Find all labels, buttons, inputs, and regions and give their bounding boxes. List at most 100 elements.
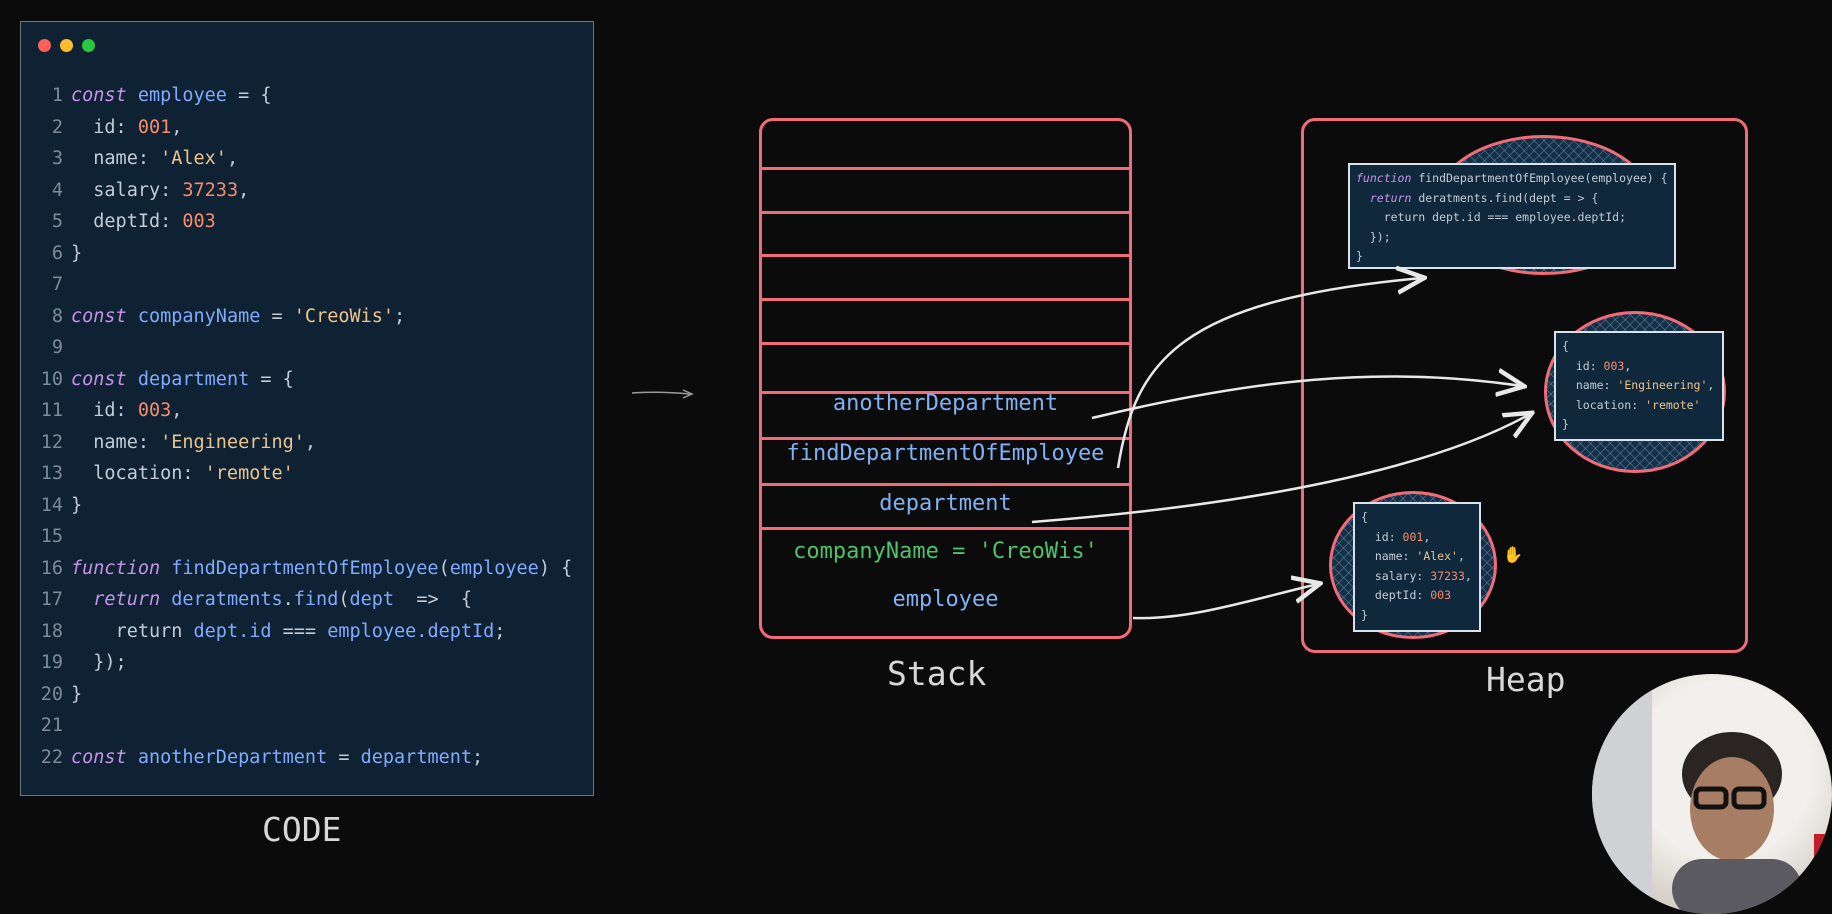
code-token: ,	[238, 179, 250, 201]
presenter-webcam	[1592, 674, 1832, 914]
code-token: }	[1562, 417, 1569, 431]
line-source: return dept.id === employee.deptId;	[71, 616, 593, 648]
stack-slot-divider	[762, 483, 1129, 486]
code-token: const	[71, 746, 127, 768]
code-token: ,	[304, 431, 317, 453]
code-token: 003	[137, 400, 172, 421]
code-token: =	[260, 305, 294, 327]
code-line: 4 salary: 37233,	[21, 175, 593, 207]
code-line: 12 name: 'Engineering',	[21, 427, 593, 459]
stack-slot-divider	[762, 342, 1129, 345]
presenter-avatar-icon	[1592, 674, 1832, 914]
line-number: 8	[51, 305, 63, 327]
heap-function-card: function findDepartmentOfEmployee(employ…	[1348, 163, 1676, 269]
stack-slot-divider	[762, 254, 1129, 257]
heap-card-line: function findDepartmentOfEmployee(employ…	[1356, 169, 1668, 189]
code-token: employee	[449, 557, 539, 579]
code-token: return	[93, 589, 161, 610]
stack-item: department	[879, 491, 1012, 516]
code-token: location:	[1562, 397, 1646, 412]
code-token: function	[71, 557, 161, 579]
stack-label: Stack	[887, 654, 987, 693]
heap-card-line: {	[1562, 337, 1716, 357]
code-token: find	[293, 589, 339, 610]
heap-card-line: id: 001,	[1361, 528, 1473, 548]
code-token: 37233	[1430, 568, 1465, 583]
code-token: ,	[1464, 568, 1472, 583]
stack-slot-divider	[762, 437, 1129, 440]
line-source: }	[71, 490, 593, 522]
code-token: 001	[137, 116, 172, 138]
code-token: anotherDepartment	[137, 746, 328, 768]
heap-card-line: }	[1361, 606, 1473, 626]
line-number: 10	[40, 368, 63, 390]
line-number: 13	[40, 463, 63, 484]
line-source: const anotherDepartment = department;	[71, 742, 593, 774]
code-token: 003	[1430, 588, 1452, 602]
line-source: function findDepartmentOfEmployee(employ…	[71, 553, 593, 585]
code-token: ;	[472, 746, 484, 768]
code-token: return	[1369, 190, 1412, 205]
line-number: 6	[51, 242, 63, 264]
code-token: deratments	[171, 589, 283, 610]
code-token: => {	[394, 589, 473, 610]
maximize-dot-icon[interactable]	[82, 39, 95, 52]
code-token: ,	[1624, 358, 1632, 373]
code-line: 5 deptId: 003	[21, 206, 593, 238]
code-token: id:	[1361, 529, 1403, 544]
stack-item: employee	[892, 587, 999, 612]
reference-arrows: ✋	[1031, 0, 1832, 620]
line-number: 14	[40, 494, 63, 516]
code-line: 9	[21, 332, 593, 364]
code-token: ,	[171, 400, 183, 421]
code-token: }	[71, 683, 83, 705]
code-token: deptId:	[71, 211, 183, 232]
stack-slot-divider	[762, 211, 1129, 214]
code-token: const	[71, 85, 127, 106]
line-source: id: 003,	[71, 395, 593, 427]
code-label: CODE	[262, 810, 342, 849]
line-number: 1	[51, 85, 63, 106]
line-number: 18	[40, 620, 63, 642]
code-token: const	[71, 368, 127, 390]
code-token: id:	[71, 116, 138, 138]
code-token: location:	[71, 463, 205, 484]
code-token: 'CreoWis'	[293, 305, 395, 327]
code-token: ,	[226, 148, 239, 169]
line-source: deptId: 003	[71, 206, 593, 238]
code-token: 37233	[182, 179, 239, 201]
line-number: 3	[51, 148, 63, 169]
code-line: 8 const companyName = 'CreoWis';	[21, 301, 593, 333]
code-token: }	[1356, 249, 1363, 263]
code-line: 11 id: 003,	[21, 395, 593, 427]
code-token: });	[71, 652, 127, 673]
code-token: dept	[349, 589, 395, 610]
line-source: }	[71, 679, 593, 711]
code-token: (	[438, 557, 450, 579]
code-token: 'Alex'	[1416, 549, 1458, 563]
code-token: companyName	[137, 305, 261, 327]
code-token: deratments.find(dept = > {	[1411, 190, 1599, 205]
arrow-employee	[1132, 584, 1318, 620]
close-dot-icon[interactable]	[38, 39, 51, 52]
code-token: ;	[494, 620, 506, 642]
minimize-dot-icon[interactable]	[60, 39, 73, 52]
code-token: {	[1562, 339, 1569, 353]
code-line: 15	[21, 521, 593, 553]
line-number: 16	[40, 557, 63, 579]
code-token: dept.id	[193, 620, 272, 642]
code-token: name:	[1562, 378, 1618, 392]
code-token: ;	[394, 305, 406, 327]
code-token: findDepartmentOfEmployee(employee) {	[1411, 171, 1668, 185]
code-token: 'remote'	[204, 463, 294, 484]
line-source: location: 'remote'	[71, 458, 593, 490]
code-token: const	[71, 305, 127, 327]
code-line: 14}	[21, 490, 593, 522]
line-number: 4	[51, 179, 63, 201]
heap-employee-card: { id: 001, name: 'Alex', salary: 37233, …	[1353, 502, 1481, 632]
code-token: name:	[71, 148, 161, 169]
code-token: .	[282, 589, 294, 610]
code-token: employee	[137, 85, 227, 106]
